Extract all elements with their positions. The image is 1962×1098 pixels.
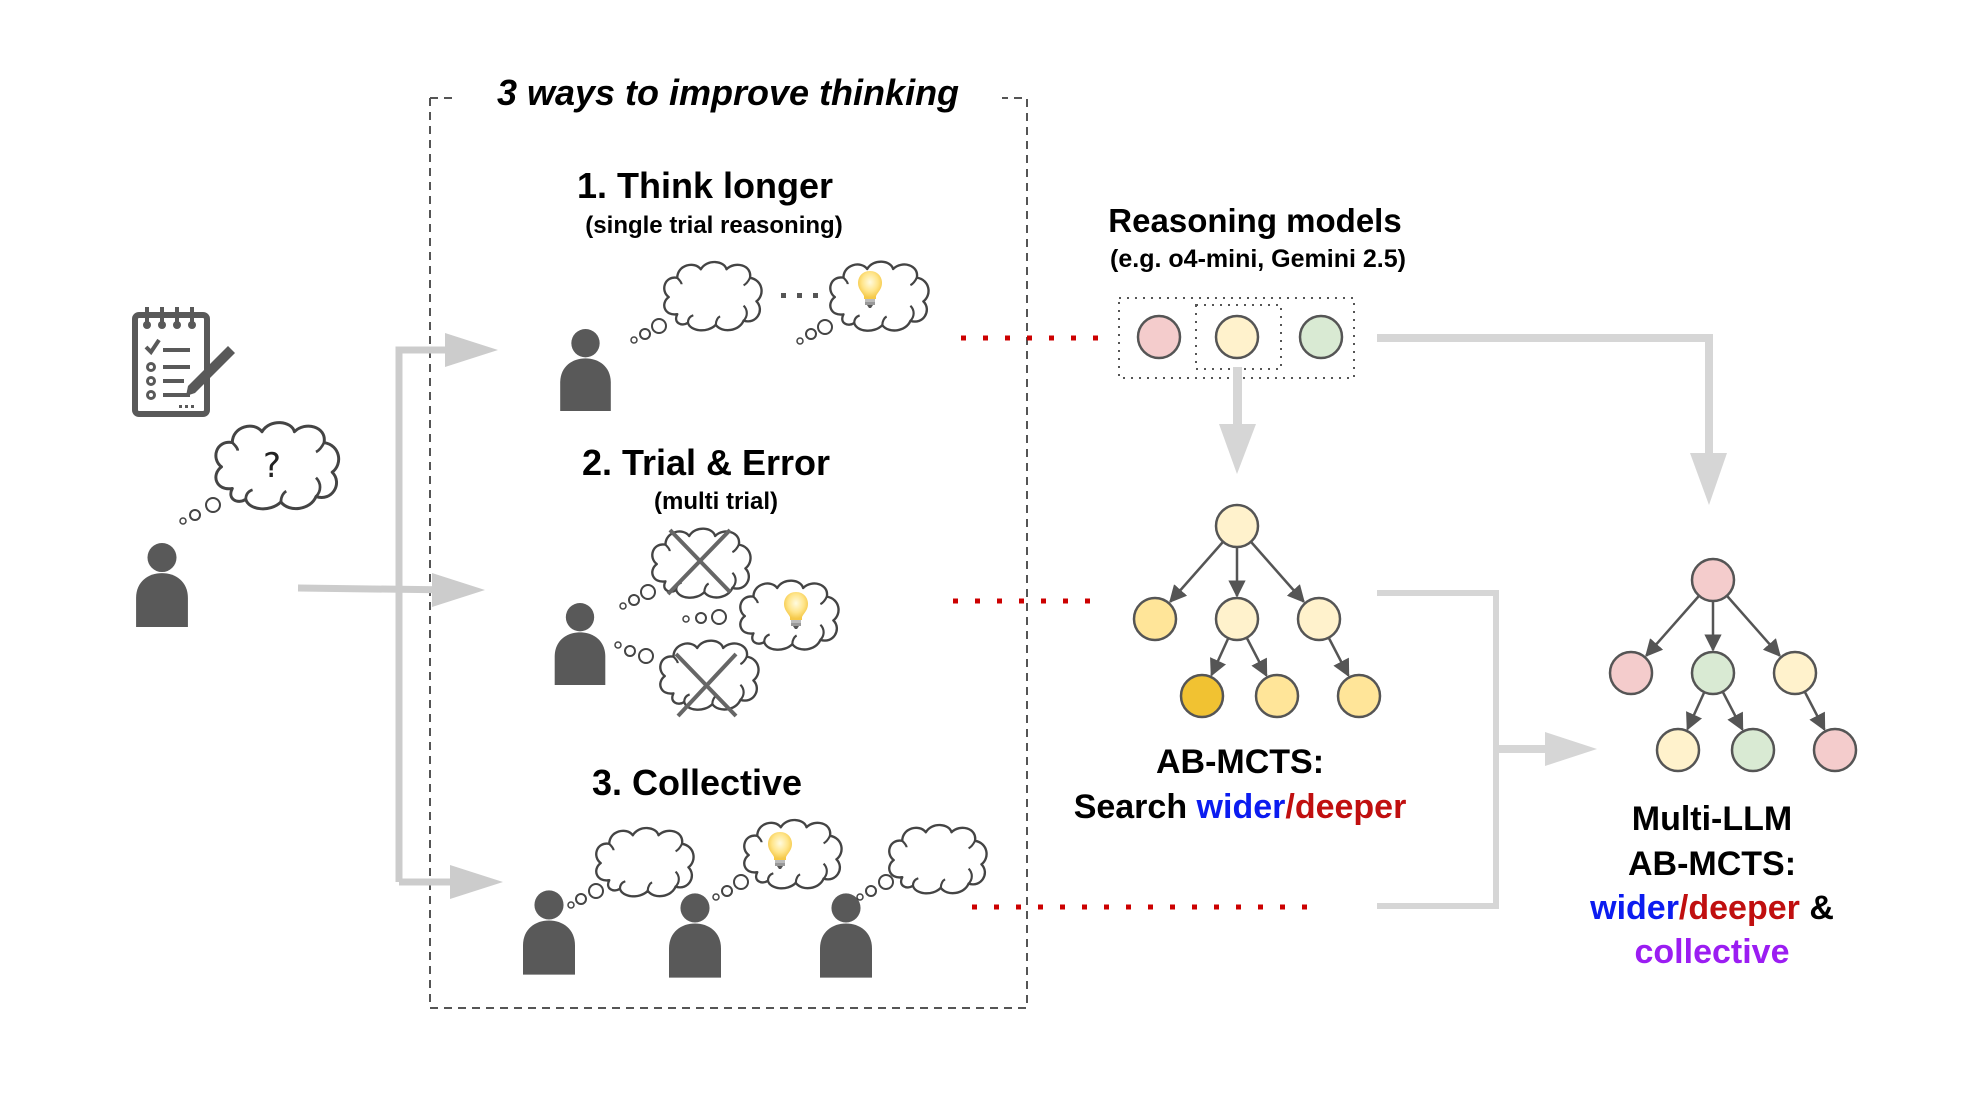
thought-cloud-empty bbox=[888, 823, 988, 895]
tree-node-g2 bbox=[1730, 727, 1776, 773]
wider-text: wider bbox=[1196, 788, 1286, 826]
tree-node-c2 bbox=[1214, 596, 1260, 642]
tree-node-root bbox=[1214, 503, 1260, 549]
ab-mcts-subtitle: Search wider/deeper bbox=[1074, 785, 1407, 829]
model-red-node bbox=[1136, 314, 1182, 360]
person-icon bbox=[554, 603, 606, 685]
thought-cloud-empty bbox=[662, 260, 763, 332]
collective-text: collective bbox=[1634, 933, 1790, 971]
reasoning-models-label: Reasoning models bbox=[1108, 202, 1402, 239]
models-to-multillm-arrow bbox=[1377, 334, 1727, 505]
question-mark: ? bbox=[262, 446, 282, 486]
multi-llm-ab-mcts-tree bbox=[1608, 557, 1858, 773]
person-icon bbox=[669, 893, 721, 978]
person-icon bbox=[560, 329, 611, 411]
wider-text: wider bbox=[1590, 889, 1679, 927]
tree-edge-arrow bbox=[1245, 637, 1268, 678]
ab-mcts-title: AB-MCTS: bbox=[1155, 743, 1325, 781]
tree-edge-arrow bbox=[1327, 637, 1350, 678]
thought-cloud-empty bbox=[595, 826, 695, 898]
tree-edge-arrow bbox=[1721, 691, 1744, 732]
tree-node-c3 bbox=[1296, 596, 1342, 642]
arrow-head-trial-error bbox=[432, 573, 485, 607]
checklist-notepad-icon bbox=[132, 307, 235, 417]
way-1-sublabel: (single trial reasoning) bbox=[585, 212, 843, 239]
way-2-label: 2. Trial & Error bbox=[581, 442, 831, 483]
thought-bubbles-row1 bbox=[630, 318, 833, 345]
three-ways-box bbox=[429, 97, 1028, 1009]
slash-text: / bbox=[1285, 788, 1295, 826]
tree-node-c1 bbox=[1608, 650, 1654, 696]
multi-llm-title-line2: AB-MCTS: bbox=[1627, 845, 1797, 883]
tree-edge-arrow bbox=[1249, 540, 1305, 604]
person-icon bbox=[136, 543, 188, 627]
way-1-label: 1. Think longer bbox=[576, 165, 834, 206]
tree-edge-arrow bbox=[1645, 594, 1701, 658]
cross-icon bbox=[674, 652, 738, 718]
arrow-head-collective bbox=[450, 865, 503, 899]
reasoning-model-nodes bbox=[1136, 314, 1344, 360]
ampersand-text: & bbox=[1799, 889, 1834, 927]
merge-bracket-arrow bbox=[1377, 590, 1597, 909]
question-thought-cloud bbox=[179, 421, 341, 525]
models-to-abmcts-arrow bbox=[1219, 367, 1256, 474]
input-branch-arrows bbox=[297, 346, 456, 886]
multi-llm-title-line1: Multi-LLM bbox=[1631, 800, 1793, 838]
tree-edge-arrow bbox=[1169, 540, 1225, 604]
deeper-text: deeper bbox=[1294, 788, 1407, 826]
tree-node-root bbox=[1690, 557, 1736, 603]
person-icon bbox=[523, 890, 575, 975]
tree-edge-arrow bbox=[1725, 594, 1781, 658]
arrow-head-think-longer bbox=[445, 333, 498, 367]
tree-node-g3 bbox=[1812, 727, 1858, 773]
tree-node-g3 bbox=[1336, 673, 1382, 719]
title: 3 ways to improve thinking bbox=[496, 72, 960, 113]
ab-mcts-tree bbox=[1132, 503, 1382, 719]
tree-edge-arrow bbox=[1686, 691, 1706, 731]
thought-cloud-idea bbox=[829, 260, 930, 332]
reasoning-models-sublabel: (e.g. o4-mini, Gemini 2.5) bbox=[1110, 245, 1406, 273]
model-yellow-node bbox=[1214, 314, 1260, 360]
thought-bubbles-row2 bbox=[614, 584, 727, 664]
tree-edge-arrow bbox=[1210, 637, 1230, 677]
tree-node-c3 bbox=[1772, 650, 1818, 696]
way-2-sublabel: (multi trial) bbox=[654, 488, 778, 515]
tree-node-g1 bbox=[1655, 727, 1701, 773]
thought-cloud-failed-bottom bbox=[659, 639, 760, 711]
search-prefix: Search bbox=[1073, 788, 1197, 826]
tree-node-c1 bbox=[1132, 596, 1178, 642]
slash-text: / bbox=[1678, 889, 1689, 927]
thought-cloud-idea bbox=[743, 818, 843, 890]
model-green-node bbox=[1298, 314, 1344, 360]
tree-node-g1 bbox=[1179, 673, 1225, 719]
way-3-label: 3. Collective bbox=[591, 762, 803, 803]
tree-node-g2 bbox=[1254, 673, 1300, 719]
person-icon bbox=[820, 893, 872, 978]
thought-bubbles-row3 bbox=[567, 874, 894, 909]
ellipsis-dots bbox=[781, 293, 818, 298]
cross-icon bbox=[666, 528, 732, 596]
tree-node-c2 bbox=[1690, 650, 1736, 696]
deeper-text: deeper bbox=[1688, 889, 1800, 927]
tree-edge-arrow bbox=[1803, 691, 1826, 732]
red-dotted-connectors bbox=[953, 335, 1310, 910]
multi-llm-subtitle: wider/deeper & bbox=[1590, 886, 1834, 930]
